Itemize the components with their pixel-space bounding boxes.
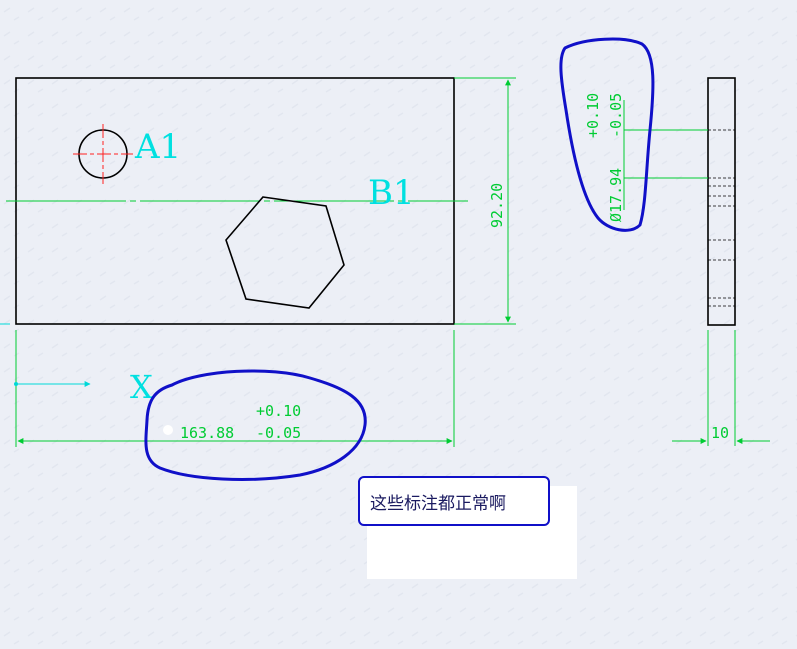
markup-loop-width-dimension: [144, 369, 367, 481]
width-tolerance-lower: -0.05: [256, 424, 301, 442]
markup-dot: [163, 425, 173, 435]
label-x: X: [130, 368, 153, 406]
width-value: 163.88: [180, 424, 234, 442]
hole-a1[interactable]: [73, 124, 133, 184]
x-axis-indicator: X: [14, 368, 153, 406]
hexagon-cutout[interactable]: [225, 196, 345, 309]
markup-loop-diameter-dimension: [559, 37, 655, 232]
label-a1: A1: [134, 127, 181, 167]
thickness-value: 10: [711, 424, 729, 442]
markup-annotations: [144, 37, 655, 481]
front-view: A1 B1 92.20 163.88 +0.10 -0.05 X: [0, 77, 516, 447]
side-view: Ø17.94 +0.10 -0.05 10: [584, 77, 770, 446]
width-tolerance-upper: +0.10: [256, 402, 301, 420]
note-callout: 这些标注都正常啊: [358, 476, 550, 526]
label-b1: B1: [368, 173, 415, 213]
height-value: 92.20: [488, 183, 506, 228]
height-dimension[interactable]: 92.20: [454, 77, 516, 325]
diameter-tolerance-upper: +0.10: [584, 93, 602, 138]
width-dimension[interactable]: 163.88 +0.10 -0.05: [15, 330, 455, 447]
diameter-tolerance-lower: -0.05: [607, 93, 625, 138]
thickness-dimension[interactable]: 10: [672, 330, 770, 446]
diameter-value: Ø17.94: [607, 168, 625, 222]
note-text: 这些标注都正常啊: [370, 493, 506, 514]
diameter-dimension[interactable]: Ø17.94 +0.10 -0.05: [584, 93, 708, 222]
side-view-outline[interactable]: [707, 77, 736, 326]
hidden-lines: [708, 129, 735, 307]
